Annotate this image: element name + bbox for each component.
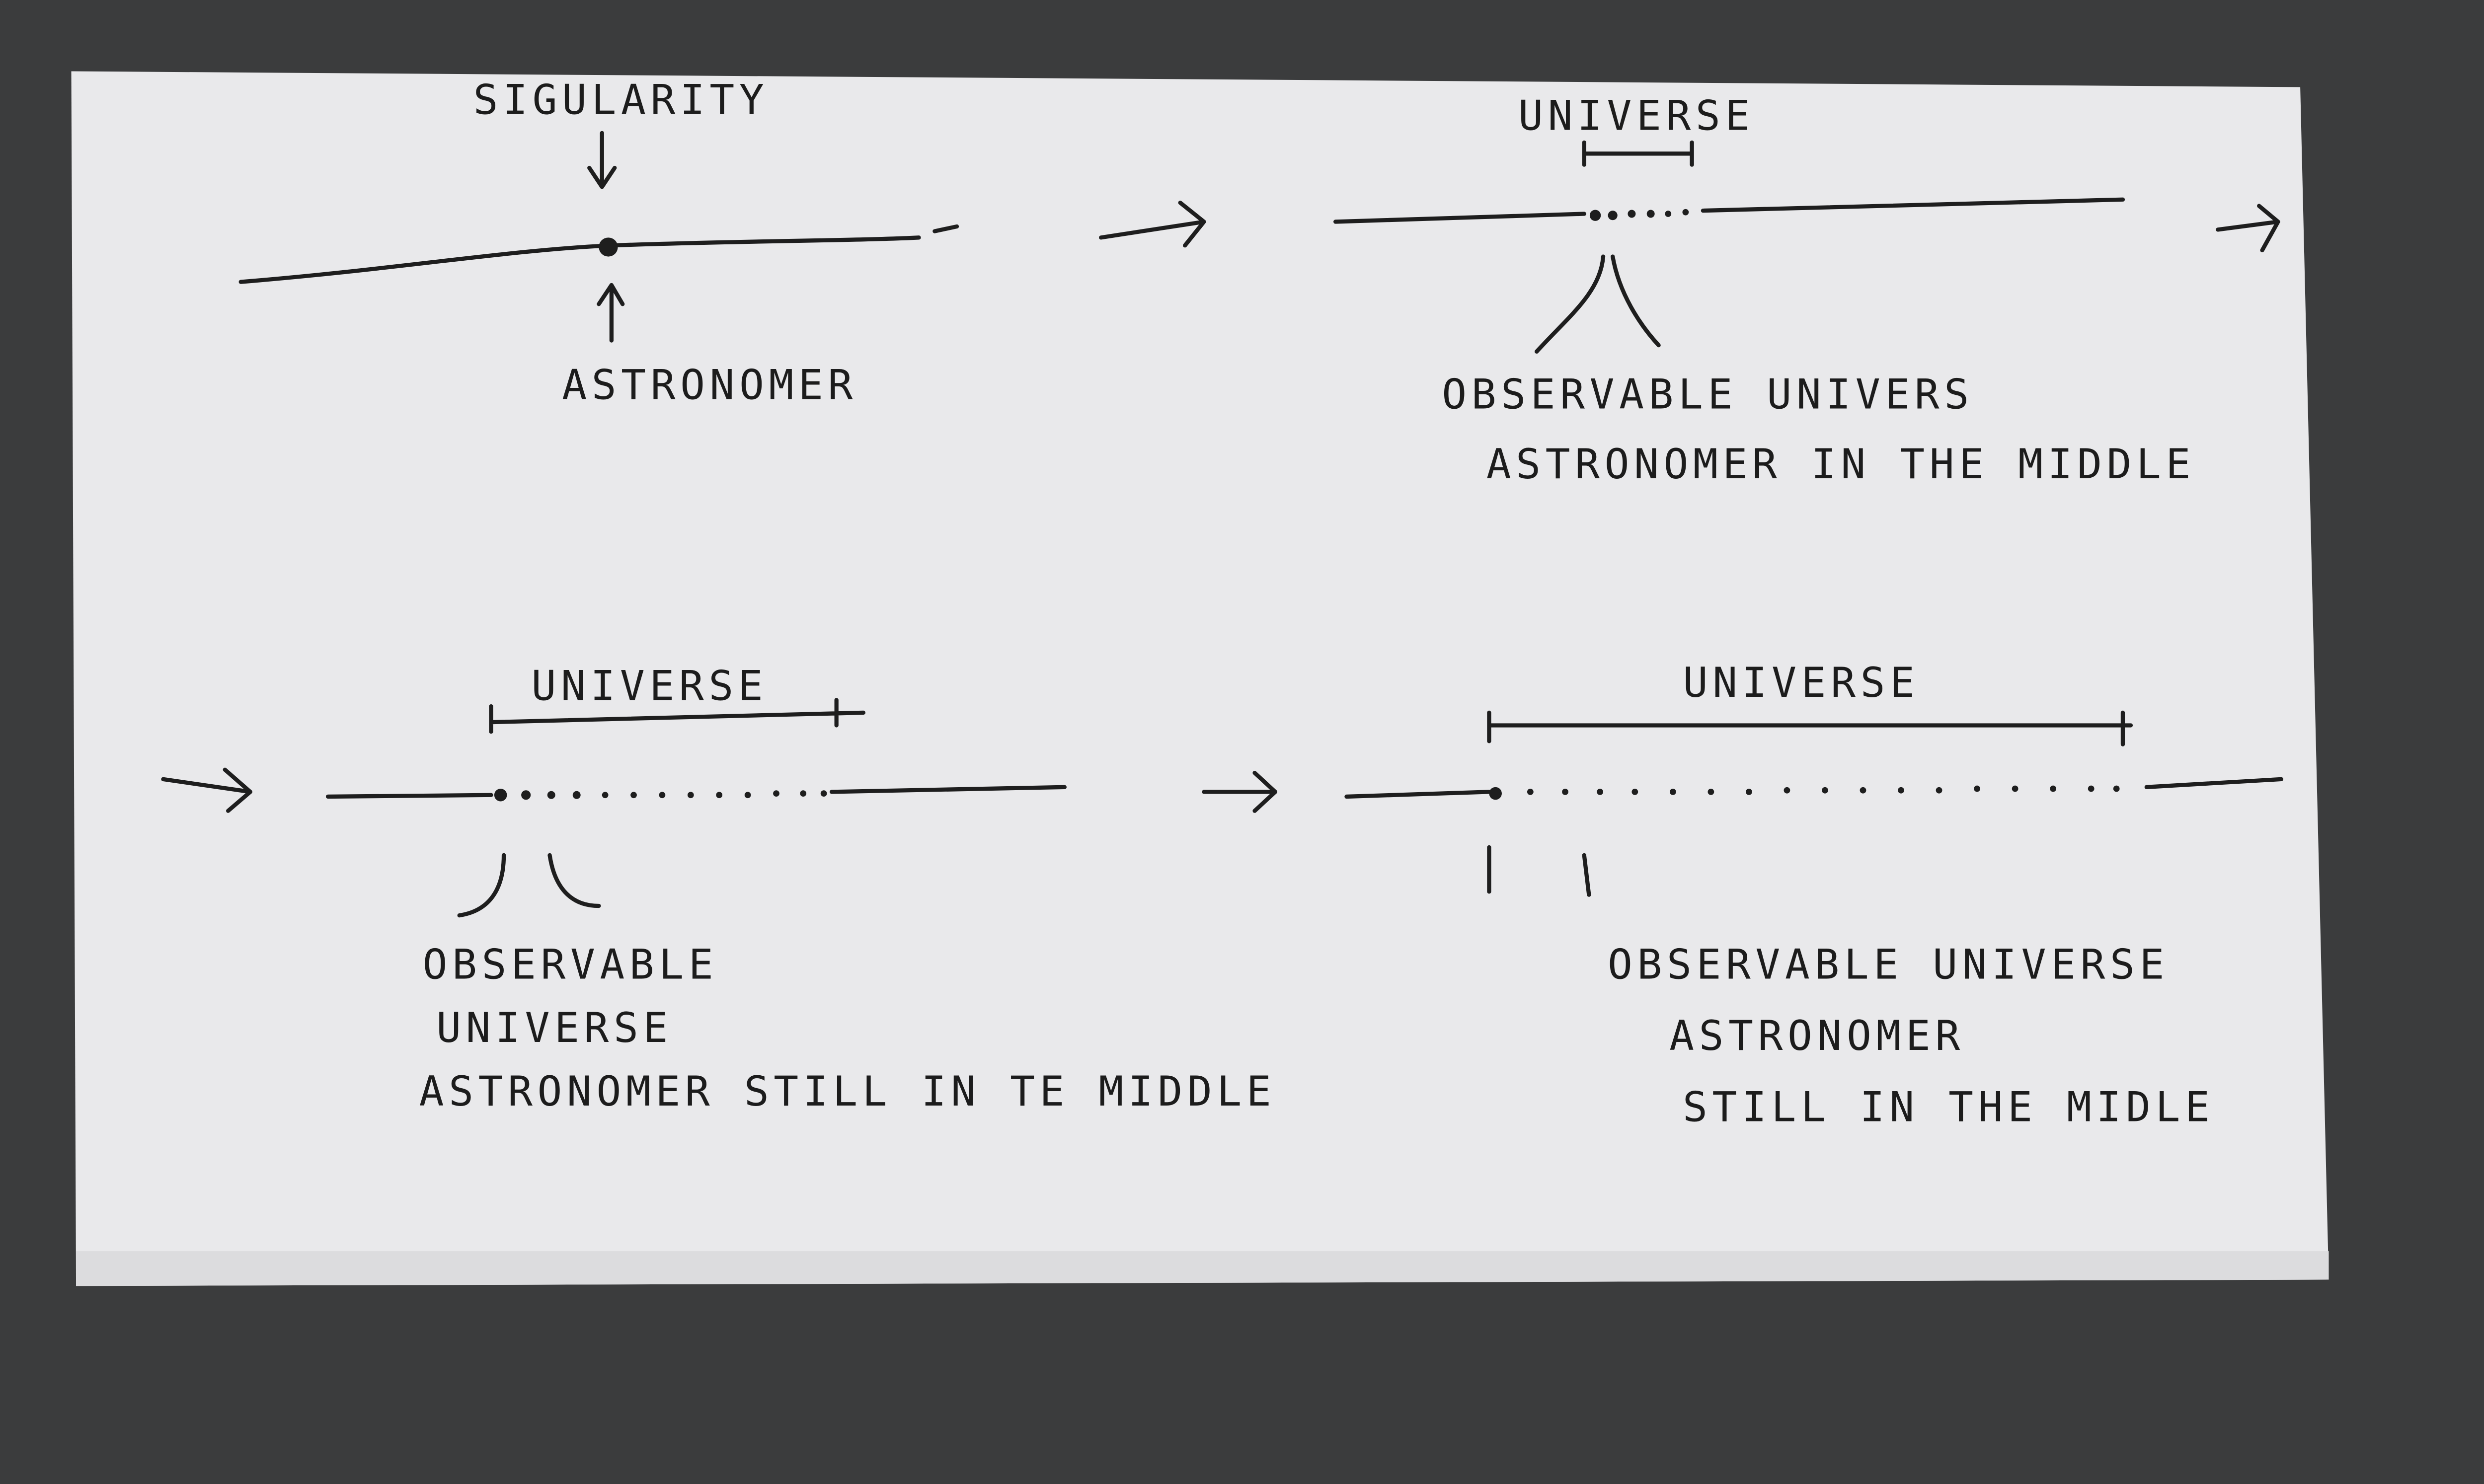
timeline-line	[325, 785, 1067, 799]
astronomer-label: ASTRONOMER	[562, 361, 857, 409]
right-arrow-icon	[161, 767, 252, 813]
paper-shadow	[76, 1251, 2329, 1286]
observable-marker	[1487, 845, 1591, 897]
singularity-dot	[599, 237, 618, 257]
observable-dots	[494, 789, 827, 802]
observable-dots	[1589, 209, 1689, 221]
caption-line-3: ASTRONOMER STILL IN TE MIDDLE	[419, 1067, 1276, 1115]
down-arrow-icon	[587, 131, 617, 189]
right-arrow-icon	[2216, 204, 2280, 252]
caption-line-1: OBSERVABLE UNIVERS	[1442, 371, 1973, 419]
universe-bracket	[1582, 140, 1694, 167]
up-arrow-icon	[597, 283, 625, 343]
observable-marker	[457, 853, 601, 918]
panel-early-universe: UNIVERSE OBSERVABLE UNIVERS ASTRONOMER I…	[1333, 91, 2195, 488]
universe-label: UNIVERSE	[1683, 659, 1920, 707]
right-arrow-icon	[1202, 770, 1278, 813]
timeline-line	[1344, 777, 2283, 799]
caption-line-2: ASTRONOMER	[1669, 1012, 1965, 1060]
timeline-line	[1333, 197, 2125, 224]
caption-line-2: UNIVERSE	[436, 1004, 673, 1052]
observable-marker	[1534, 254, 1661, 354]
panel-large-universe: UNIVERSE OBSERVABLE UNIVERSE ASTRONOMER …	[1202, 659, 2283, 1131]
caption-line-1: OBSERVABLE	[423, 941, 718, 989]
panel-expanding-universe: UNIVERSE OBSERVABLE UNIVERSE ASTRONOMER …	[161, 662, 1276, 1115]
universe-label: UNIVERSE	[1518, 91, 1755, 140]
paper-sheet	[71, 71, 2329, 1286]
universe-bracket	[1487, 710, 2133, 746]
observable-dots	[1489, 785, 2120, 800]
universe-bracket	[489, 698, 866, 734]
singularity-label: SIGULARITY	[473, 76, 769, 124]
diagram-photo: SIGULARITY ASTRONOMER UNIVERSE OBSERVABL…	[71, 71, 2329, 1286]
caption-line-3: STILL IN THE MIDLE	[1683, 1083, 2214, 1131]
universe-label: UNIVERSE	[532, 662, 768, 710]
panel-singularity: SIGULARITY ASTRONOMER	[238, 76, 959, 409]
right-arrow-icon	[1099, 201, 1206, 248]
caption-line-2: ASTRONOMER IN THE MIDDLE	[1486, 440, 2195, 488]
caption-line-1: OBSERVABLE UNIVERSE	[1608, 941, 2169, 989]
